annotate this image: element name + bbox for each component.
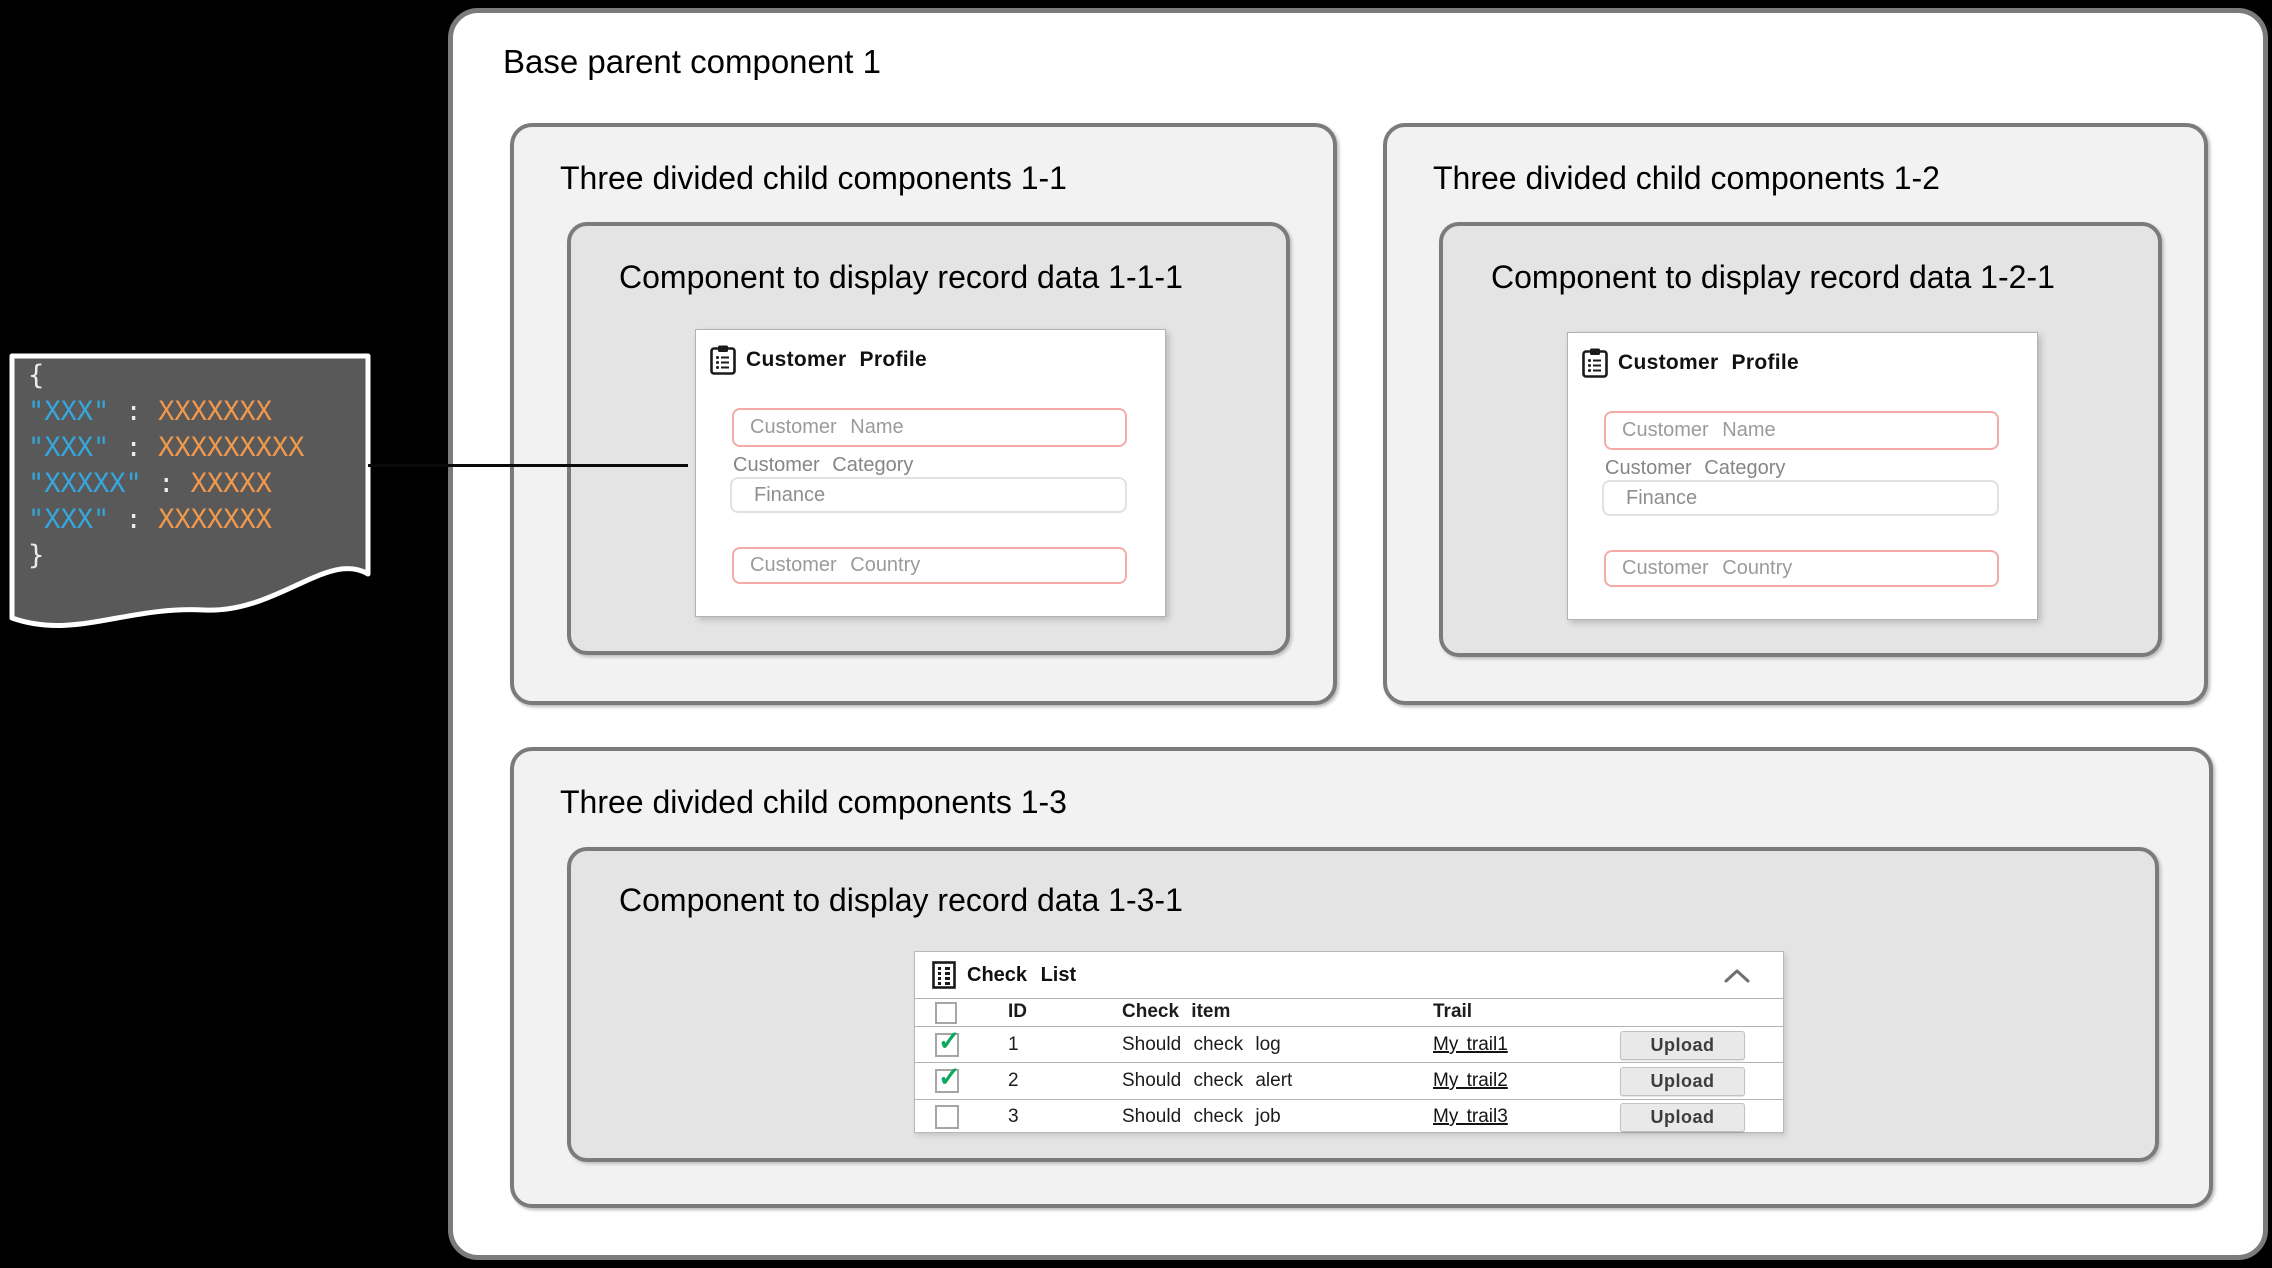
clipboard-icon bbox=[1582, 348, 1608, 378]
row-check-item: Should check log bbox=[1122, 1034, 1281, 1055]
column-header-id: ID bbox=[1008, 1001, 1027, 1022]
customer-name-input[interactable] bbox=[732, 408, 1127, 447]
row-id: 3 bbox=[1008, 1106, 1019, 1127]
child-box-1-2: Three divided child components 1-2 Compo… bbox=[1383, 123, 2208, 705]
check-list-column-header-row: ✓ ID Check item Trail bbox=[915, 998, 1783, 1027]
child-box-1-3: Three divided child components 1-3 Compo… bbox=[510, 747, 2213, 1208]
json-value: XXXXXXXXX bbox=[158, 432, 305, 463]
json-key: "XXXXX" bbox=[28, 468, 142, 499]
json-colon: : bbox=[125, 396, 142, 427]
check-icon: ✓ bbox=[938, 1062, 961, 1092]
upload-button[interactable]: Upload bbox=[1620, 1103, 1745, 1132]
json-value: XXXXXXX bbox=[158, 504, 272, 535]
json-colon: : bbox=[125, 432, 142, 463]
json-document: { "XXX" : XXXXXXX "XXX" : XXXXXXXXX "XXXXX"… bbox=[8, 352, 374, 652]
profile-card-header: Customer Profile bbox=[710, 345, 927, 375]
record-1-1-1-label: Component to display record data 1-1-1 bbox=[619, 259, 1183, 295]
check-icon: ✓ bbox=[938, 1026, 961, 1056]
connector-line bbox=[368, 464, 688, 467]
child-1-3-label: Three divided child components 1-3 bbox=[560, 784, 1067, 820]
customer-name-input[interactable] bbox=[1604, 411, 1999, 450]
record-box-1-1-1: Component to display record data 1-1-1 C… bbox=[567, 222, 1290, 655]
chevron-up-icon[interactable] bbox=[1723, 968, 1751, 984]
column-header-trail: Trail bbox=[1433, 1001, 1473, 1022]
row-checkbox[interactable]: ✓ bbox=[935, 1105, 959, 1129]
check-list-card: Check List ✓ ID Check item Trail bbox=[914, 951, 1784, 1133]
check-list-row: ✓ 1 Should check log My trail1 Upload bbox=[915, 1026, 1783, 1063]
json-key: "XXX" bbox=[28, 504, 110, 535]
column-header-check-item: Check item bbox=[1122, 1001, 1231, 1022]
json-value: XXXXX bbox=[190, 468, 272, 499]
profile-card-header: Customer Profile bbox=[1582, 348, 1799, 378]
json-open-brace: { bbox=[28, 360, 45, 391]
check-list-row: ✓ 3 Should check job My trail3 Upload bbox=[915, 1099, 1783, 1135]
clipboard-icon bbox=[710, 345, 736, 375]
base-parent-box: Base parent component 1 Three divided ch… bbox=[448, 8, 2268, 1260]
record-box-1-2-1: Component to display record data 1-2-1 C… bbox=[1439, 222, 2162, 657]
json-value: XXXXXXX bbox=[158, 396, 272, 427]
row-id: 2 bbox=[1008, 1070, 1019, 1091]
customer-country-input[interactable] bbox=[1604, 550, 1999, 587]
select-all-checkbox[interactable]: ✓ bbox=[935, 1002, 957, 1024]
record-1-2-1-label: Component to display record data 1-2-1 bbox=[1491, 259, 2055, 295]
customer-category-label: Customer Category bbox=[1605, 457, 1786, 479]
json-colon: : bbox=[158, 468, 175, 499]
row-check-item: Should check job bbox=[1122, 1106, 1281, 1127]
customer-category-label: Customer Category bbox=[733, 454, 914, 476]
row-check-item: Should check alert bbox=[1122, 1070, 1293, 1091]
trail-link[interactable]: My trail1 bbox=[1433, 1034, 1508, 1055]
check-list-title: Check List bbox=[967, 963, 1077, 986]
check-list-header: Check List bbox=[915, 952, 1783, 998]
json-key: "XXX" bbox=[28, 432, 110, 463]
row-checkbox[interactable]: ✓ bbox=[935, 1028, 961, 1057]
json-document-shape bbox=[9, 353, 371, 628]
json-code-block: { "XXX" : XXXXXXX "XXX" : XXXXXXXXX "XXXXX"… bbox=[28, 358, 304, 574]
customer-category-input[interactable] bbox=[730, 477, 1127, 513]
child-1-1-label: Three divided child components 1-1 bbox=[560, 160, 1067, 196]
profile-card-title: Customer Profile bbox=[746, 348, 927, 371]
customer-profile-card: Customer Profile Customer Category bbox=[1567, 332, 2038, 620]
row-id: 1 bbox=[1008, 1034, 1019, 1055]
upload-button[interactable]: Upload bbox=[1620, 1031, 1745, 1060]
customer-profile-card: Customer Profile Customer Category bbox=[695, 329, 1166, 617]
json-colon: : bbox=[125, 504, 142, 535]
check-list-row: ✓ 2 Should check alert My trail2 Upload bbox=[915, 1062, 1783, 1100]
child-box-1-1: Three divided child components 1-1 Compo… bbox=[510, 123, 1337, 705]
record-1-3-1-label: Component to display record data 1-3-1 bbox=[619, 882, 1183, 918]
json-close-brace: } bbox=[28, 540, 45, 571]
customer-country-input[interactable] bbox=[732, 547, 1127, 584]
upload-button[interactable]: Upload bbox=[1620, 1067, 1745, 1096]
customer-category-input[interactable] bbox=[1602, 480, 1999, 516]
profile-card-title: Customer Profile bbox=[1618, 351, 1799, 374]
trail-link[interactable]: My trail3 bbox=[1433, 1106, 1508, 1127]
json-key: "XXX" bbox=[28, 396, 110, 427]
base-parent-label: Base parent component 1 bbox=[503, 43, 881, 80]
trail-link[interactable]: My trail2 bbox=[1433, 1070, 1508, 1091]
table-icon bbox=[932, 961, 956, 989]
child-1-2-label: Three divided child components 1-2 bbox=[1433, 160, 1940, 196]
row-checkbox[interactable]: ✓ bbox=[935, 1064, 961, 1093]
record-box-1-3-1: Component to display record data 1-3-1 bbox=[567, 847, 2159, 1162]
